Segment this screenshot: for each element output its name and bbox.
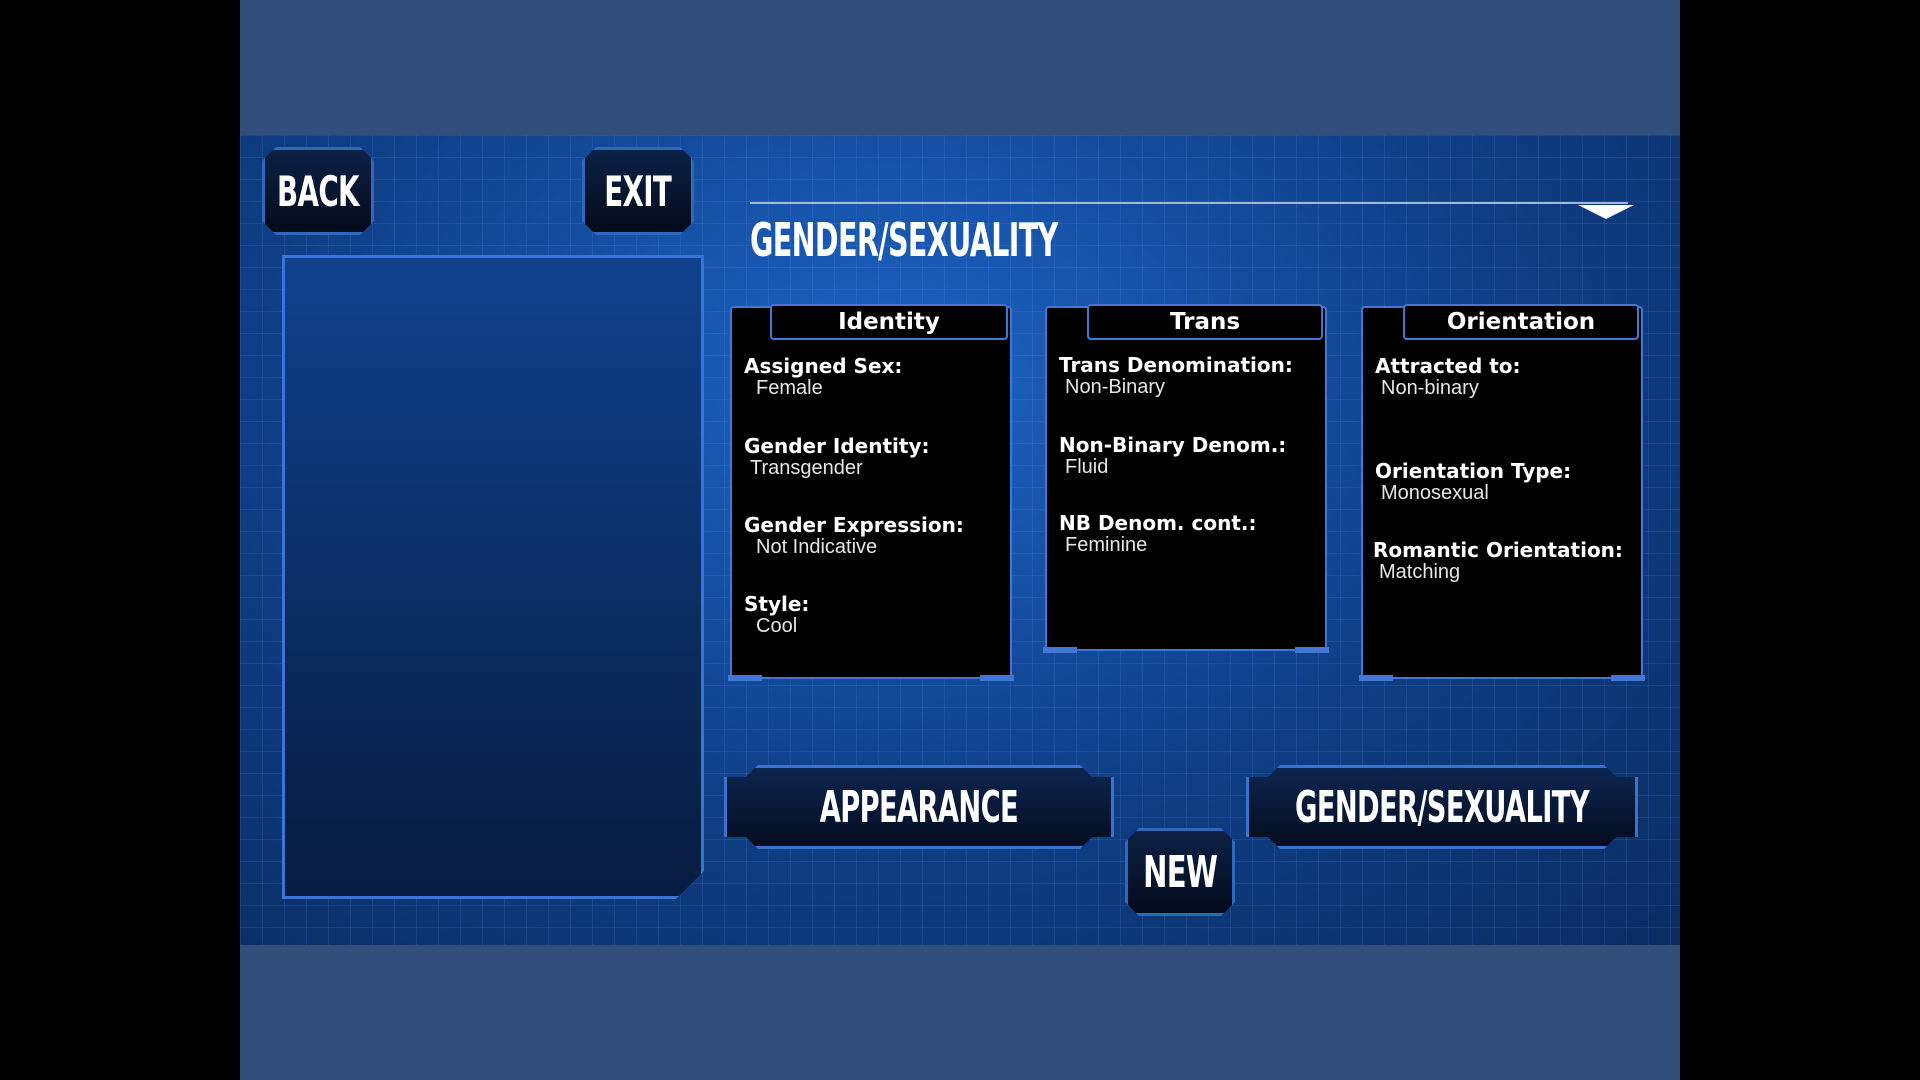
field-value: Feminine: [1065, 534, 1148, 556]
field-value: Fluid: [1065, 456, 1109, 478]
back-button[interactable]: BACK: [262, 147, 374, 235]
field-label: Non-Binary Denom.:: [1059, 433, 1287, 457]
assigned-sex-field: Assigned Sex: Female: [744, 354, 902, 400]
new-button[interactable]: NEW: [1125, 828, 1235, 916]
dropdown-arrow-icon[interactable]: [1578, 205, 1634, 219]
new-button-label: NEW: [1142, 846, 1218, 898]
field-label: Style:: [744, 592, 810, 616]
panel-corner-accent: [1359, 675, 1393, 681]
nb-denom-cont-field: NB Denom. cont.: Feminine: [1059, 511, 1256, 557]
field-value: Female: [756, 377, 823, 399]
field-label: Trans Denomination:: [1059, 353, 1293, 377]
panel-corner-accent: [1043, 647, 1077, 653]
game-screen: BACK EXIT GENDER/SEXUALITY Identity Assi…: [240, 135, 1680, 945]
attracted-to-field: Attracted to: Non-binary: [1375, 354, 1521, 400]
exit-button-label: EXIT: [604, 166, 672, 216]
field-value: Non-binary: [1381, 377, 1479, 399]
trans-denomination-field: Trans Denomination: Non-Binary: [1059, 353, 1293, 399]
field-value: Not Indicative: [756, 536, 878, 558]
trans-panel: Trans Trans Denomination: Non-Binary Non…: [1043, 304, 1329, 653]
panel-corner-accent: [728, 675, 762, 681]
appearance-button[interactable]: APPEARANCE: [724, 765, 1114, 849]
character-preview-panel: [282, 255, 704, 899]
field-label: NB Denom. cont.:: [1059, 511, 1257, 535]
tab-orientation[interactable]: Orientation: [1403, 304, 1639, 340]
panel-corner-accent: [1295, 647, 1329, 653]
section-title: GENDER/SEXUALITY: [750, 213, 1058, 267]
field-label: Orientation Type:: [1375, 459, 1572, 483]
back-button-label: BACK: [277, 166, 359, 216]
orientation-panel: Orientation Attracted to: Non-binary Ori…: [1359, 304, 1645, 681]
non-binary-denom-field: Non-Binary Denom.: Fluid: [1059, 433, 1286, 479]
style-field: Style: Cool: [744, 592, 809, 638]
panel-corner-accent: [980, 675, 1014, 681]
field-label: Attracted to:: [1375, 354, 1521, 378]
romantic-orientation-field: Romantic Orientation: Matching: [1373, 538, 1623, 584]
field-value: Non-Binary: [1065, 376, 1166, 398]
field-value: Monosexual: [1381, 482, 1489, 504]
gender-sexuality-button-label: GENDER/SEXUALITY: [1295, 781, 1589, 833]
gender-identity-field: Gender Identity: Transgender: [744, 434, 930, 480]
exit-button[interactable]: EXIT: [582, 147, 694, 235]
identity-panel: Identity Assigned Sex: Female Gender Ide…: [728, 304, 1014, 681]
field-label: Romantic Orientation:: [1373, 538, 1623, 562]
field-value: Matching: [1379, 561, 1461, 583]
field-value: Cool: [756, 615, 798, 637]
orientation-type-field: Orientation Type: Monosexual: [1375, 459, 1571, 505]
appearance-button-label: APPEARANCE: [819, 781, 1019, 833]
tab-identity[interactable]: Identity: [770, 304, 1008, 340]
gender-sexuality-button[interactable]: GENDER/SEXUALITY: [1246, 765, 1638, 849]
panel-corner-accent: [1611, 675, 1645, 681]
gender-expression-field: Gender Expression: Not Indicative: [744, 513, 964, 559]
field-label: Gender Identity:: [744, 434, 930, 458]
field-value: Transgender: [750, 457, 863, 479]
field-label: Gender Expression:: [744, 513, 964, 537]
tab-trans[interactable]: Trans: [1087, 304, 1323, 340]
section-divider: [750, 202, 1628, 204]
field-label: Assigned Sex:: [744, 354, 903, 378]
